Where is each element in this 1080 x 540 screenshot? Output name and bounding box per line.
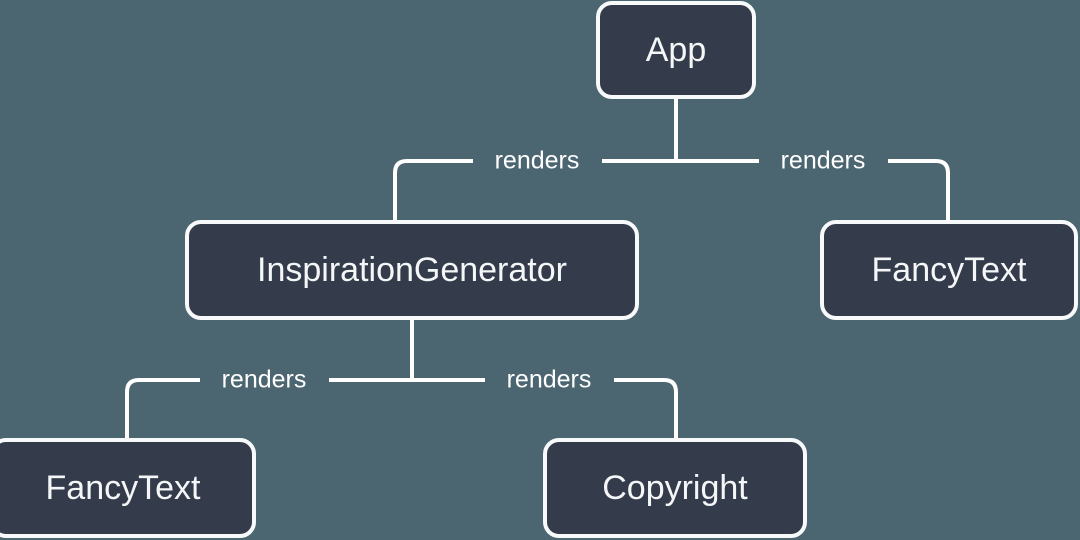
node-fancytext-right[interactable]: FancyText <box>820 220 1078 320</box>
edge-inspiration-generator-to-fancytext-bottom <box>125 378 414 442</box>
node-label: Copyright <box>602 469 748 507</box>
node-copyright[interactable]: Copyright <box>543 438 807 538</box>
edge-label-app-to-fancytext-right: renders <box>759 146 888 177</box>
edge-group <box>125 95 950 442</box>
node-fancytext-bottom[interactable]: FancyText <box>0 438 256 538</box>
node-box[interactable] <box>596 1 756 99</box>
edge-label-text: renders <box>495 147 580 175</box>
node-label: FancyText <box>872 251 1027 289</box>
edge-inspiration-generator-to-copyright <box>410 378 678 442</box>
edge-label-inspiration-generator-to-copyright: renders <box>485 365 614 396</box>
edge-label-app-to-inspiration-generator: renders <box>473 146 602 177</box>
node-box[interactable] <box>0 438 256 538</box>
node-app[interactable]: App <box>596 1 756 99</box>
edge-label-text: renders <box>507 366 592 394</box>
node-box[interactable] <box>185 220 639 320</box>
edge-app-to-fancytext-right <box>674 159 950 224</box>
node-label: InspirationGenerator <box>257 251 567 289</box>
node-label: FancyText <box>46 469 201 507</box>
edge-label-inspiration-generator-to-fancytext-bottom: renders <box>200 365 329 396</box>
node-box[interactable] <box>543 438 807 538</box>
edge-label-group: renders renders renders renders <box>200 146 888 396</box>
edge-label-text: renders <box>781 147 866 175</box>
edge-app-to-inspiration-generator <box>393 159 678 224</box>
node-inspiration-generator[interactable]: InspirationGenerator <box>185 220 639 320</box>
node-label: App <box>646 31 707 69</box>
node-box[interactable] <box>820 220 1078 320</box>
edge-label-text: renders <box>222 366 307 394</box>
